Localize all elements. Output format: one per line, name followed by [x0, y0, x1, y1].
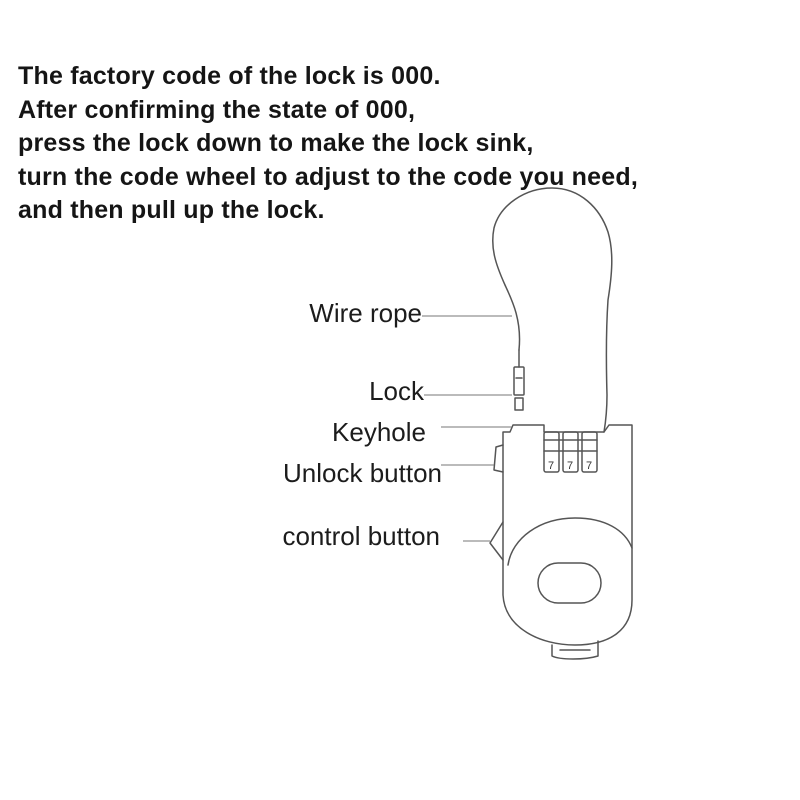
label-keyhole: Keyhole	[332, 417, 426, 447]
code-wheel	[543, 431, 560, 473]
wheel-digit: 7	[567, 460, 573, 472]
wheel-digit: 7	[548, 460, 554, 472]
label-control-button: control button	[282, 521, 440, 551]
label-lock: Lock	[369, 376, 424, 406]
code-wheel	[581, 431, 598, 473]
code-wheel	[562, 431, 579, 473]
instruction-line: After confirming the state of 000,	[18, 95, 416, 124]
dial-arc	[507, 517, 633, 566]
instruction-line: turn the code wheel to adjust to the cod…	[18, 162, 638, 191]
oval-window	[537, 562, 602, 604]
instructions-text: The factory code of the lock is 000. Aft…	[18, 60, 638, 228]
label-wire-rope: Wire rope	[309, 298, 422, 328]
instruction-line: The factory code of the lock is 000.	[18, 62, 441, 90]
control-button	[489, 521, 504, 561]
instruction-line: and then pull up the lock.	[18, 196, 325, 224]
unlock-button	[493, 444, 504, 473]
bottom-hook	[551, 640, 599, 660]
label-unlock-button: Unlock button	[283, 458, 442, 488]
wheel-digit: 7	[586, 460, 592, 472]
instruction-line: press the lock down to make the lock sin…	[18, 129, 534, 157]
lock-pin	[513, 366, 525, 396]
wire-rope	[492, 187, 613, 433]
lock-tip	[514, 397, 524, 411]
lock-body	[502, 424, 633, 646]
